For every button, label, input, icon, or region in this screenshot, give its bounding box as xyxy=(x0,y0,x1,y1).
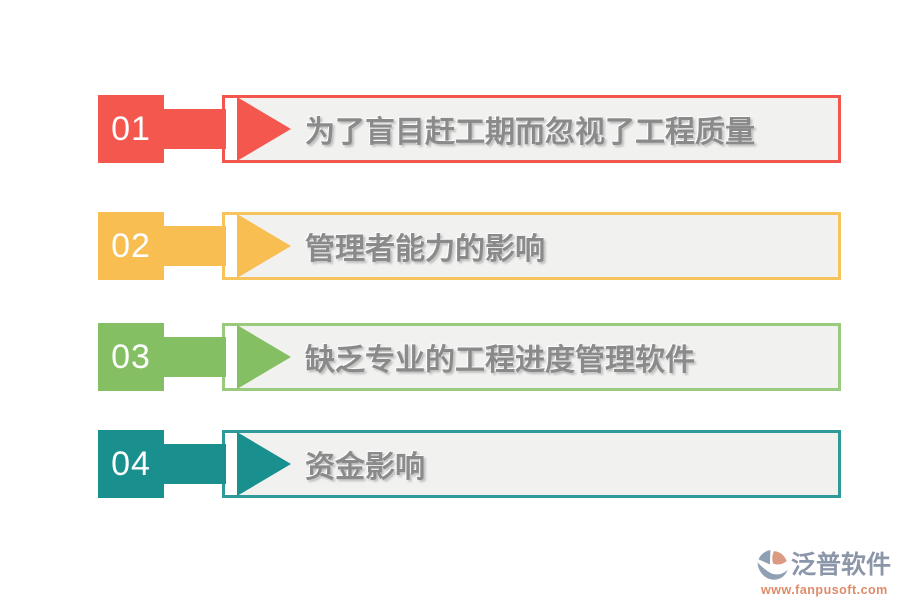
arrow-gap xyxy=(225,326,237,388)
items: 为了盲目赶工期而忽视了工程质量 01 管理者能力的影响 02 缺乏专业的工程进度… xyxy=(98,0,858,600)
banner-label: 资金影响 xyxy=(305,451,425,484)
banner-label: 为了盲目赶工期而忽视了工程质量 xyxy=(305,116,755,149)
item-number: 01 xyxy=(111,110,151,148)
banner-label: 缺乏专业的工程进度管理软件 xyxy=(305,344,695,377)
item-number: 02 xyxy=(111,227,151,265)
banner: 缺乏专业的工程进度管理软件 xyxy=(222,323,841,391)
arrow-head-icon xyxy=(237,325,291,389)
arrow-shaft xyxy=(164,444,226,484)
arrow-head-icon xyxy=(237,97,291,161)
list-item: 为了盲目赶工期而忽视了工程质量 01 xyxy=(98,95,842,163)
number-box: 02 xyxy=(98,212,164,280)
arrow-gap xyxy=(225,215,237,277)
brand-name: 泛普软件 xyxy=(791,551,892,579)
arrow-gap xyxy=(225,98,237,160)
arrow-gap xyxy=(225,433,237,495)
arrow-head-icon xyxy=(237,432,291,496)
fanpu-swirl-icon xyxy=(756,549,789,582)
banner-label: 管理者能力的影响 xyxy=(305,233,545,266)
arrow-shaft xyxy=(164,337,226,377)
brand-url: www.fanpusoft.com xyxy=(761,583,888,597)
arrow-shaft xyxy=(164,226,226,266)
number-box: 04 xyxy=(98,430,164,498)
banner: 为了盲目赶工期而忽视了工程质量 xyxy=(222,95,841,163)
banner: 资金影响 xyxy=(222,430,841,498)
banner: 管理者能力的影响 xyxy=(222,212,841,280)
brand-row: 泛普软件 xyxy=(756,549,898,582)
number-box: 03 xyxy=(98,323,164,391)
item-number: 03 xyxy=(111,338,151,376)
list-item: 资金影响 04 xyxy=(98,430,842,498)
list-item: 管理者能力的影响 02 xyxy=(98,212,842,280)
footer-logo: 泛普软件 www.fanpusoft.com xyxy=(756,549,898,597)
list-item: 缺乏专业的工程进度管理软件 03 xyxy=(98,323,842,391)
arrow-head-icon xyxy=(237,214,291,278)
item-number: 04 xyxy=(111,445,151,483)
arrow-shaft xyxy=(164,109,226,149)
number-box: 01 xyxy=(98,95,164,163)
